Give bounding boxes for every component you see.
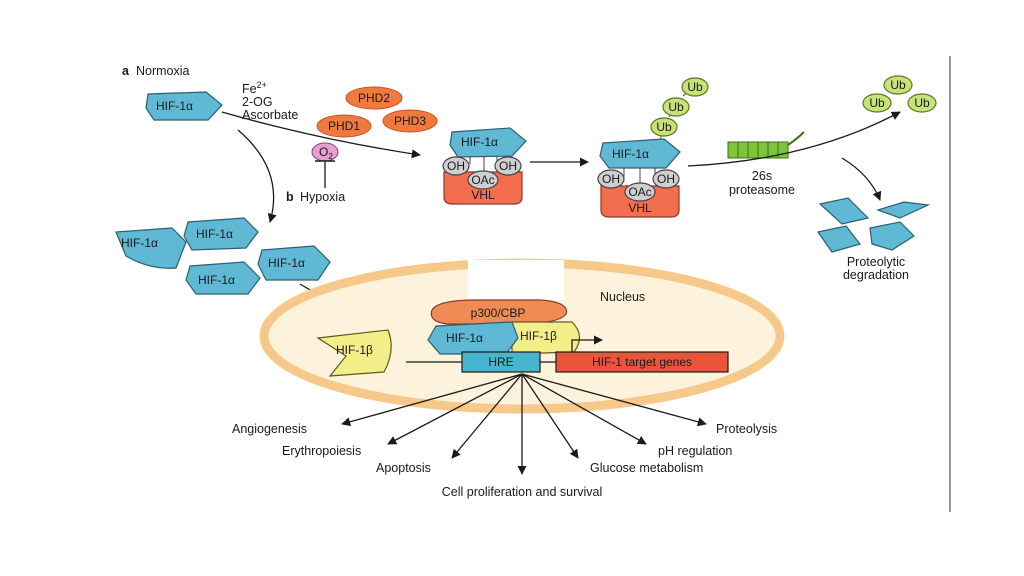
target-genes-label: HIF-1 target genes xyxy=(592,355,692,369)
hif1b-free: HIF-1β xyxy=(316,329,392,377)
hypoxia-hif1a-1: HIF-1α xyxy=(196,227,233,241)
arrow-to-hypoxia xyxy=(237,129,277,223)
transcription-start-arrow xyxy=(571,335,603,352)
outcome-ph-regulation: pH regulation xyxy=(658,444,732,458)
ub-chain-3: Ub xyxy=(687,80,703,94)
hre-label: HRE xyxy=(488,355,513,369)
arrow-hif-to-vhl xyxy=(221,111,421,159)
outcome-proteolysis: Proteolysis xyxy=(716,422,777,436)
outcome-arrows xyxy=(341,373,707,475)
nucleus-label-gap xyxy=(468,260,564,300)
oxygen-symbol: O2 xyxy=(311,142,339,162)
hif1a-normoxia: HIF-1α xyxy=(145,91,223,121)
phd1-oval: PHD1 xyxy=(316,114,372,138)
hif1a-vhl-1-label: HIF-1α xyxy=(461,135,498,149)
outcome-apoptosis: Apoptosis xyxy=(376,461,431,475)
hif1a-normoxia-label: HIF-1α xyxy=(156,99,193,113)
oh-2b: OH xyxy=(657,172,675,186)
hre-box xyxy=(461,351,541,373)
oac-1: OAc xyxy=(471,173,494,187)
hypoxia-hif1a-group: HIF-1α HIF-1α HIF-1α HIF-1α xyxy=(115,217,331,295)
hif1b-free-label: HIF-1β xyxy=(336,343,373,357)
hypoxia-hif1a-3: HIF-1α xyxy=(268,256,305,270)
outcome-cell-proliferation: Cell proliferation and survival xyxy=(442,485,603,499)
cofactor-ascorbate: Ascorbate xyxy=(242,108,298,122)
phd3-label: PHD3 xyxy=(394,114,426,128)
panel-a-title: Normoxia xyxy=(136,64,190,78)
cofactors: Fe2+ 2-OG Ascorbate xyxy=(242,80,298,122)
cofactor-2og: 2-OG xyxy=(242,95,273,109)
degradation-label-2: degradation xyxy=(843,268,909,282)
panel-b-title: Hypoxia xyxy=(300,190,345,204)
hif1a-complex-label: HIF-1α xyxy=(446,331,483,345)
oxygen-label: O xyxy=(319,145,328,159)
outcome-erythropoiesis: Erythropoiesis xyxy=(282,444,361,458)
proteasome-label-2: proteasome xyxy=(729,183,795,197)
degraded-fragments xyxy=(816,197,931,253)
phd1-label: PHD1 xyxy=(328,119,360,133)
outcome-glucose-metabolism: Glucose metabolism xyxy=(590,461,703,475)
oh-2a: OH xyxy=(602,172,620,186)
free-ub-3: Ub xyxy=(914,96,930,110)
phd3-oval: PHD3 xyxy=(382,109,438,133)
panel-b-letter: b xyxy=(286,190,294,204)
oac-2: OAc xyxy=(628,185,651,199)
phd2-label: PHD2 xyxy=(358,91,390,105)
svg-text:Fe2+: Fe2+ xyxy=(242,80,267,96)
panel-a-letter: a xyxy=(122,64,130,78)
vhl-2-label: VHL xyxy=(628,201,652,215)
p300-label: p300/CBP xyxy=(471,306,526,320)
panel-b-header: b Hypoxia xyxy=(286,190,345,204)
svg-text:O2: O2 xyxy=(319,145,333,161)
ub-chain-2: Ub xyxy=(668,100,684,114)
ub-chain-1: Ub xyxy=(656,120,672,134)
cofactor-fe: Fe xyxy=(242,82,257,96)
vhl-1-label: VHL xyxy=(471,188,495,202)
oh-1b: OH xyxy=(499,159,517,173)
hif1a-vhl-2-label: HIF-1α xyxy=(612,147,649,161)
cofactor-fe-charge: 2+ xyxy=(257,80,267,90)
nucleus-label: Nucleus xyxy=(600,290,645,304)
hypoxia-hif1a-2: HIF-1α xyxy=(121,236,158,250)
free-ub-cluster: Ub Ub Ub xyxy=(862,75,937,113)
oxygen-subscript: 2 xyxy=(328,152,333,161)
arrow-to-degradation xyxy=(841,157,882,201)
arrow-to-free-ub xyxy=(687,111,901,167)
degradation-label-1: Proteolytic xyxy=(847,255,905,269)
target-genes-box xyxy=(555,351,729,373)
panel-a-header: a Normoxia xyxy=(122,64,190,78)
vhl-complex-2: VHL HIF-1α OH OH OAc Ub Ub Ub xyxy=(597,77,709,218)
hypoxia-hif1a-4: HIF-1α xyxy=(198,273,235,287)
vhl-complex-1: VHL HIF-1α OH OH OAc xyxy=(442,127,527,205)
free-ub-1: Ub xyxy=(890,78,906,92)
proteasome-label-1: 26s xyxy=(752,169,772,183)
transcription-complex: p300/CBP HIF-1β HIF-1α xyxy=(427,299,581,355)
phd2-oval: PHD2 xyxy=(345,86,403,110)
proteasome-icon xyxy=(727,131,805,159)
outcome-angiogenesis: Angiogenesis xyxy=(232,422,307,436)
oh-1a: OH xyxy=(447,159,465,173)
hif1b-complex-label: HIF-1β xyxy=(520,329,557,343)
free-ub-2: Ub xyxy=(869,96,885,110)
